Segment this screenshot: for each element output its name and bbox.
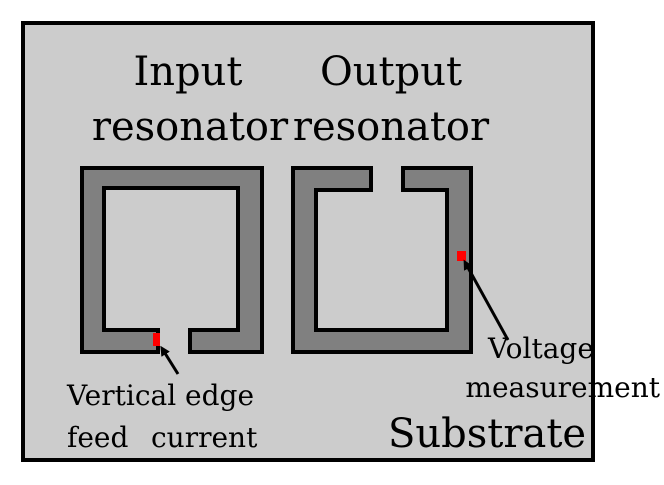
- voltage-label-line2: measurement: [465, 371, 660, 404]
- input-label-line1: Input: [133, 49, 242, 95]
- feed-arrow: [160, 345, 180, 375]
- input-label-line2: resonator: [92, 104, 289, 150]
- output-label-line2: resonator: [293, 104, 490, 150]
- output-resonator: [291, 166, 473, 354]
- output-label-line1: Output: [320, 49, 462, 95]
- input-resonator: [80, 166, 264, 354]
- voltage-probe-marker: [457, 251, 466, 261]
- feed-current-marker: [153, 333, 160, 346]
- feed-label-line2-feed: feed: [67, 421, 129, 454]
- feed-label-line1: Vertical edge: [66, 379, 254, 412]
- voltage-arrow: [463, 259, 510, 341]
- voltage-label-line1: Voltage: [487, 332, 594, 365]
- substrate-label: Substrate: [388, 411, 586, 457]
- feed-label-line2-current: current: [151, 421, 258, 454]
